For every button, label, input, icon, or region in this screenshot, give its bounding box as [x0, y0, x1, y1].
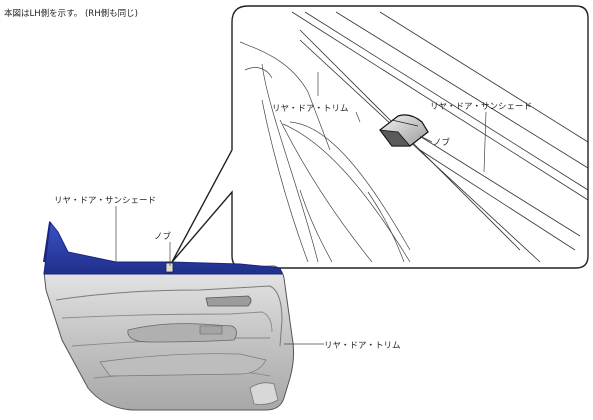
callout-knob-shape: [379, 114, 429, 147]
callout-trim-curves: [239, 41, 411, 263]
callout-leader-shade: [483, 111, 487, 173]
label-sunshade: リヤ・ドア・サンシェード: [54, 196, 156, 206]
callout-bubble: [171, 5, 589, 269]
speaker-grille: [249, 382, 279, 405]
label-trim: リヤ・ドア・トリム: [324, 341, 401, 351]
door-trim-illustration: [43, 220, 295, 411]
detail-callout: リヤ・ドア・トリム リヤ・ドア・サンシェード ノブ: [171, 5, 589, 269]
callout-leader-trim-2: [355, 111, 361, 123]
callout-label-shade: リヤ・ドア・サンシェード: [430, 102, 532, 112]
callout-leader-knob: [419, 135, 433, 143]
inner-handle: [205, 295, 252, 307]
sunshade-knob: [165, 262, 174, 273]
sunshade: [43, 220, 283, 275]
door-pocket: [99, 353, 267, 377]
label-knob: ノブ: [154, 231, 172, 242]
figure-note: 本図はLH側を示す。 (RH側も同じ): [4, 8, 138, 19]
callout-label-knob: ノブ: [433, 137, 451, 148]
callout-label-trim: リヤ・ドア・トリム: [272, 104, 349, 114]
